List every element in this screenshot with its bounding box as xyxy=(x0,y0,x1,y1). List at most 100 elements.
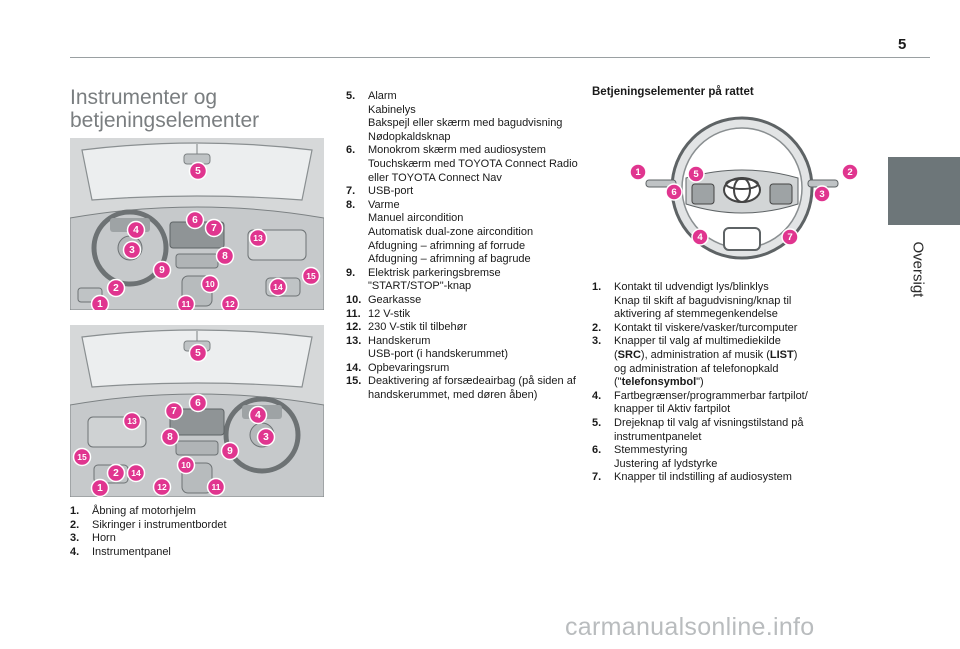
list-item-text: Justering af lydstyrke xyxy=(614,457,718,470)
section-tab xyxy=(888,157,960,225)
list-item-text: Varme xyxy=(368,198,400,211)
callout-marker xyxy=(268,277,288,297)
list-item: 3.Horn xyxy=(70,532,320,546)
list-item-text: eller TOYOTA Connect Nav xyxy=(368,171,502,184)
list-item-text: ("telefonsymbol") xyxy=(614,376,862,390)
callout-label: 2 xyxy=(847,167,852,178)
callout-label: 13 xyxy=(253,233,263,243)
callout-label: 9 xyxy=(159,265,165,276)
list-item-number: 7. xyxy=(592,471,602,484)
list-item: 10. Gearkasse xyxy=(346,294,596,308)
callout-marker xyxy=(72,447,92,467)
list-item-text: Manuel aircondition xyxy=(368,212,464,225)
list-item-text: Monokrom skærm med audiosystem xyxy=(368,144,546,157)
list-item: 2.Kontakt til viskere/vasker/turcomputer xyxy=(592,322,862,336)
callout-label: 15 xyxy=(77,452,87,462)
callout-marker xyxy=(126,220,146,240)
list-item-text: Handskerum xyxy=(368,334,431,347)
list-item-text: USB-port xyxy=(368,185,414,198)
callout-marker xyxy=(188,161,208,181)
list-item-text: Knap til skift af bagudvisning/knap til xyxy=(614,294,792,307)
list-item-text: og administration af telefonopkald xyxy=(614,363,862,377)
list-item-number: 2. xyxy=(70,518,80,531)
list-item-number: 10. xyxy=(346,293,362,306)
callout-label: 14 xyxy=(131,468,141,478)
callout-label: 10 xyxy=(181,460,191,470)
list-item-text: Kontakt til viskere/vasker/turcomputer xyxy=(614,321,798,334)
text-run: og administration af telefonopkald xyxy=(614,362,779,375)
callout-label: 3 xyxy=(129,245,135,256)
list-item-text: "START/STOP"-knap xyxy=(368,280,472,293)
callout-label: 9 xyxy=(227,446,233,457)
callout-marker xyxy=(781,228,799,246)
callout-marker xyxy=(665,183,683,201)
list-item: 7. USB-port xyxy=(346,185,596,199)
list-item: 15.Deaktivering af forsædeairbag (på sid… xyxy=(346,375,596,402)
callout-marker xyxy=(106,463,126,483)
callout-label: 14 xyxy=(273,282,283,292)
title-line-2: betjeningselementer xyxy=(70,109,260,132)
list-item-text: 12 V-stik xyxy=(368,307,411,320)
callout-label: 6 xyxy=(671,187,676,198)
list-item-text: Automatisk dual-zone aircondition xyxy=(368,225,534,238)
list-item-text: handskerummet, med døren åben) xyxy=(368,389,538,402)
list-item-text: Bakspejl eller skærm med bagudvisning xyxy=(368,117,563,130)
list-item-number: 7. xyxy=(346,185,356,198)
list-item: 2. Sikringer i instrumentbordet xyxy=(70,519,320,533)
list-item: 14.Opbevaringsrum xyxy=(346,362,596,376)
callout-marker xyxy=(629,163,647,181)
list-item-number: 14. xyxy=(346,361,362,374)
callout-marker xyxy=(813,185,831,203)
callout-label: 3 xyxy=(819,189,824,200)
list-item-text: Gearkasse xyxy=(368,293,422,306)
list-item: 1.Åbning af motorhjelm xyxy=(70,505,320,519)
list-item: 9.Elektrisk parkeringsbremse"START/STOP"… xyxy=(346,267,596,294)
callout-marker xyxy=(90,294,110,310)
list-item-text: USB-port (i handskerummet) xyxy=(368,348,508,361)
callout-marker xyxy=(256,427,276,447)
list-item-text: Knapper til valg af multimediekilde xyxy=(614,335,781,348)
steering-wheel-heading: Betjeningselementer på rattet xyxy=(592,86,754,98)
callout-label: 4 xyxy=(697,232,703,243)
list-item-text: knapper til Aktiv fartpilot xyxy=(614,403,731,416)
callout-marker xyxy=(204,218,224,238)
callout-marker xyxy=(206,477,226,497)
list-item-text: Alarm xyxy=(368,90,397,102)
list-item-number: 15. xyxy=(346,375,362,388)
callout-label: 7 xyxy=(211,223,217,234)
list-item-number: 5. xyxy=(592,416,602,429)
text-run: LIST xyxy=(769,348,794,361)
watermark: carmanualsonline.info xyxy=(565,613,815,641)
list-item-number: 4. xyxy=(70,545,80,558)
list-item: 11.12 V-stik xyxy=(346,308,596,322)
list-item-text: Knapper til indstilling af audiosystem xyxy=(614,471,792,484)
list-item-number: 6. xyxy=(592,444,602,457)
list-item: 12.230 V-stik til tilbehør xyxy=(346,321,596,335)
list-item-text: Kontakt til udvendigt lys/blinklys xyxy=(614,281,769,293)
list-item-text: Afdugning – afrimning af forrude xyxy=(368,239,526,252)
list-item-text: instrumentpanelet xyxy=(614,430,702,443)
callout-marker xyxy=(185,210,205,230)
list-item-number: 8. xyxy=(346,198,356,211)
callout-marker xyxy=(152,477,172,497)
callout-label: 12 xyxy=(157,482,167,492)
callout-marker xyxy=(841,163,859,181)
callout-marker xyxy=(126,463,146,483)
list-item-text: Stemmestyring xyxy=(614,444,688,457)
text-run: SRC xyxy=(617,348,641,361)
callout-label: 6 xyxy=(192,215,198,226)
page-number: 5 xyxy=(898,36,907,53)
page-title: Instrumenter og betjeningselementer xyxy=(70,86,330,132)
list-item-number: 1. xyxy=(592,281,602,293)
list-item-text: Nødopkaldsknap xyxy=(368,130,451,143)
list-item-text: Sikringer i instrumentbordet xyxy=(92,518,227,531)
